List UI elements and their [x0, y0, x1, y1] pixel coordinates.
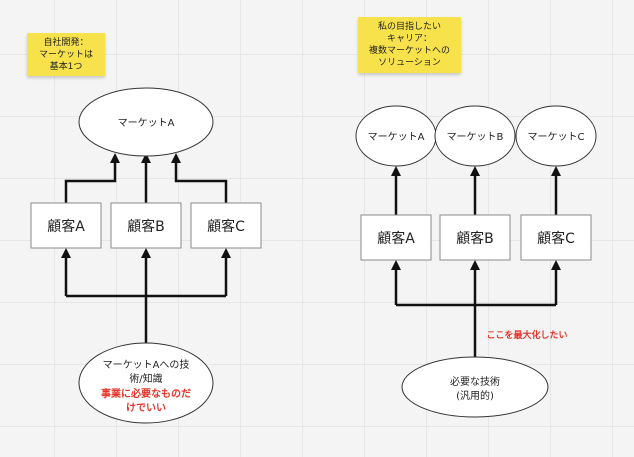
right-diagram: マーケットA マーケットB マーケットC 顧客A 顧客B 顧客C ここを最大化し… — [355, 105, 597, 418]
left-market-label: マーケットA — [118, 117, 175, 129]
left-edge-customer-c-up — [174, 162, 228, 203]
right-market-c-node[interactable] — [515, 105, 597, 167]
right-skill-line-1: 必要な技術 — [450, 375, 500, 388]
right-arrowhead-market-a — [391, 166, 401, 176]
right-customer-c-label: 顧客C — [537, 230, 575, 247]
right-annotation: ここを最大化したい — [486, 329, 567, 341]
sticky-right-line-2: キャリア： — [386, 34, 432, 44]
sticky-left-line-2: マーケットは — [38, 49, 93, 60]
left-arrowhead-market-2 — [141, 153, 151, 163]
sticky-right-line-3: 複数マーケットへの — [368, 46, 450, 56]
sticky-right-line-4: ソリューション — [378, 58, 441, 68]
left-market-node[interactable] — [78, 87, 214, 157]
left-diagram: マーケットA 顧客A 顧客B 顧客C マーケットAへの技 術/知識 事業に必要な… — [30, 87, 262, 424]
right-arrowhead-customer-c — [551, 260, 561, 270]
right-skill-node[interactable] — [401, 356, 549, 418]
sticky-left-line-3: 基本1つ — [49, 61, 83, 72]
sticky-left-line-1: 自社開発： — [43, 37, 89, 48]
right-customer-c-node[interactable] — [520, 214, 592, 261]
left-customer-b-label: 顧客B — [127, 218, 165, 235]
left-skill-line-2: 術/知識 — [129, 372, 162, 385]
right-customer-a-label: 顧客A — [377, 230, 415, 247]
sticky-note-right[interactable]: 私の目指したい キャリア： 複数マーケットへの ソリューション — [358, 17, 461, 73]
right-customer-a-node[interactable] — [360, 214, 432, 261]
right-arrowhead-market-b — [470, 166, 480, 176]
right-arrowhead-customer-a — [391, 260, 401, 270]
left-customer-b-node[interactable] — [110, 202, 182, 249]
left-arrowhead-customer-b — [141, 248, 151, 258]
left-customer-a-label: 顧客A — [47, 218, 85, 235]
left-arrowhead-customer-c — [221, 248, 231, 258]
left-skill-emphasis-2: けでいい — [126, 402, 166, 414]
left-skill-line-1: マーケットAへの技 — [103, 358, 190, 371]
right-market-b-label: マーケットB — [447, 131, 504, 143]
sticky-right-line-1: 私の目指したい — [377, 22, 441, 32]
left-arrowhead-customer-a — [61, 248, 71, 258]
right-customer-b-node[interactable] — [439, 214, 511, 261]
left-arrowhead-market-3 — [171, 153, 181, 163]
sticky-note-left[interactable]: 自社開発： マーケットは 基本1つ — [27, 33, 105, 76]
left-customer-a-node[interactable] — [30, 202, 102, 249]
right-market-a-label: マーケットA — [368, 131, 425, 143]
left-arrowhead-market-1 — [110, 153, 120, 163]
left-customer-c-node[interactable] — [190, 202, 262, 249]
right-arrowhead-customer-b — [470, 260, 480, 270]
right-arrowhead-market-c — [551, 166, 561, 176]
left-skill-node[interactable] — [78, 342, 214, 424]
right-market-b-node[interactable] — [434, 105, 516, 167]
right-customer-b-label: 顧客B — [456, 230, 494, 247]
left-skill-emphasis-1: 事業に必要なものだ — [101, 387, 191, 400]
right-market-c-label: マーケットC — [528, 131, 585, 143]
left-edge-customer-a-up — [64, 162, 117, 203]
right-skill-line-2: (汎用的) — [456, 389, 494, 402]
left-customer-c-label: 顧客C — [207, 218, 245, 235]
